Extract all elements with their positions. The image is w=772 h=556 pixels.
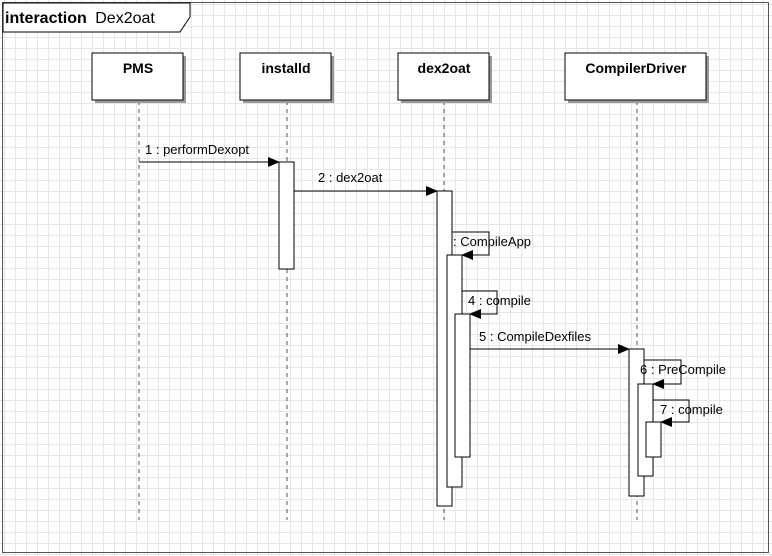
frame-keyword: interaction (5, 10, 87, 27)
svg-text:interaction Dex2oat: interaction Dex2oat (5, 10, 155, 27)
message-2-label: 2 : dex2oat (318, 170, 383, 185)
lifeline-installd[interactable]: installd (239, 52, 334, 103)
message-3[interactable]: : CompileApp (452, 231, 531, 260)
lifeline-compilerdriver[interactable]: CompilerDriver (564, 52, 709, 103)
activation-bars (278, 161, 662, 507)
message-6-label: 6 : PreCompile (640, 362, 726, 377)
message-4-label: 4 : compile (468, 293, 531, 308)
message-5[interactable]: 5 : CompileDexfiles (470, 329, 630, 354)
activation-compilerdriver-3 (645, 421, 662, 458)
message-2[interactable]: 2 : dex2oat (294, 170, 438, 196)
lifeline-dex2oat-label: dex2oat (418, 60, 471, 76)
message-4[interactable]: 4 : compile (462, 290, 531, 319)
message-6[interactable]: 6 : PreCompile (640, 359, 726, 389)
message-1[interactable]: 1 : performDexopt (139, 142, 280, 167)
activation-installd (278, 161, 295, 270)
frame-label-tab: interaction Dex2oat (2, 2, 191, 33)
message-7[interactable]: 7 : compile (653, 399, 723, 427)
message-5-label: 5 : CompileDexfiles (479, 329, 591, 344)
lifeline-installd-label: installd (261, 60, 310, 76)
lifeline-pms-label: PMS (123, 60, 153, 76)
frame-name: Dex2oat (95, 10, 155, 27)
message-1-label: 1 : performDexopt (145, 142, 249, 157)
lifeline-pms[interactable]: PMS (91, 52, 186, 103)
lifeline-lines (138, 101, 638, 520)
message-3-label: : CompileApp (453, 234, 531, 249)
activation-dex2oat-3 (454, 313, 471, 458)
lifeline-dex2oat[interactable]: dex2oat (397, 52, 492, 103)
message-7-label: 7 : compile (660, 402, 723, 417)
lifeline-compilerdriver-label: CompilerDriver (585, 60, 687, 76)
